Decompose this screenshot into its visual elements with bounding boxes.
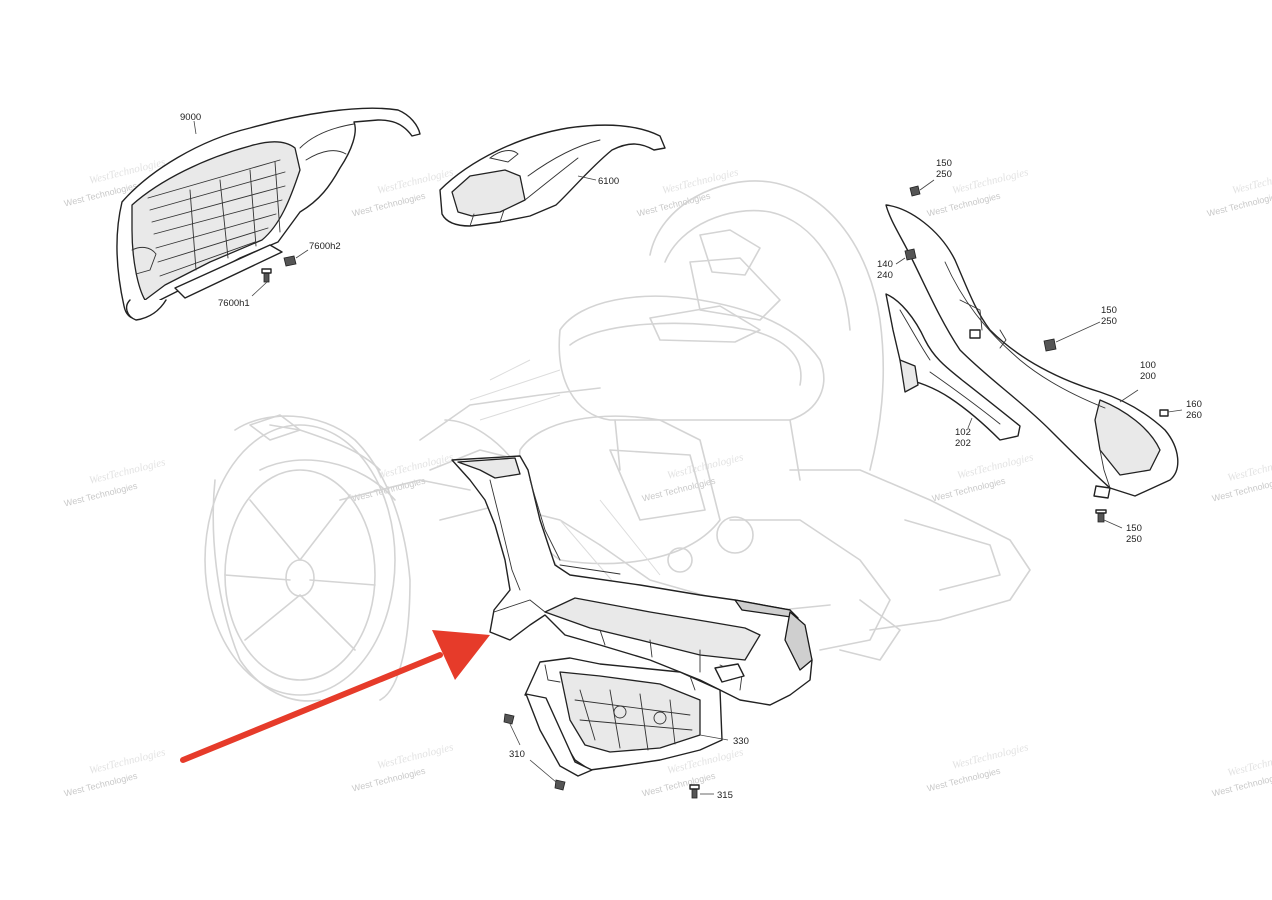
fastener-150-250-bottom — [1095, 509, 1107, 523]
callout-150-top: 150 — [936, 158, 952, 169]
callout-150-mid: 150 — [1101, 305, 1117, 316]
callout-330: 330 — [733, 736, 749, 747]
callout-140: 140 — [877, 259, 893, 270]
svg-text:West Technologies: West Technologies — [641, 476, 717, 504]
watermark: WestTechnologies West Technologies — [641, 451, 745, 504]
watermark: WestTechnologies West Technologies — [1211, 454, 1272, 504]
watermark: WestTechnologies West Technologies — [926, 741, 1030, 794]
callout-315: 315 — [717, 790, 733, 801]
callout-160: 160 — [1186, 399, 1202, 410]
callout-102: 102 — [955, 427, 971, 438]
svg-text:West Technologies: West Technologies — [351, 191, 427, 219]
svg-text:West Technologies: West Technologies — [351, 476, 427, 504]
svg-text:West Technologies: West Technologies — [931, 476, 1007, 504]
callout-202: 202 — [955, 438, 971, 449]
callout-310: 310 — [509, 749, 525, 760]
watermark: WestTechnologies West Technologies — [351, 741, 455, 794]
part-lower-side-fairing — [451, 455, 813, 706]
callout-240: 240 — [877, 270, 893, 281]
callout-6100: 6100 — [598, 176, 619, 187]
part-330-lower-bracket — [524, 657, 723, 777]
callout-150-bottom: 150 — [1126, 523, 1142, 534]
part-100-200-side-panel — [885, 204, 1179, 499]
fastener-150-250-mid — [1043, 338, 1057, 352]
fastener-7600h1 — [261, 268, 272, 283]
svg-text:West Technologies: West Technologies — [351, 766, 427, 794]
fastener-310-a — [503, 713, 515, 725]
watermark: WestTechnologies West Technologies — [931, 451, 1035, 504]
watermark: WestTechnologies West Technologies — [63, 746, 167, 799]
fastener-315 — [689, 784, 700, 799]
callout-250-bottom: 250 — [1126, 534, 1142, 545]
red-pointer-arrow — [180, 630, 490, 763]
watermark: WestTechnologies West Technologies — [636, 166, 740, 218]
callout-100: 100 — [1140, 360, 1156, 371]
callout-260: 260 — [1186, 410, 1202, 421]
callout-7600h2: 7600h2 — [309, 241, 341, 252]
part-102-202-inner-trim — [885, 293, 1021, 441]
svg-text:West Technologies: West Technologies — [63, 481, 139, 509]
callout-200: 200 — [1140, 371, 1156, 382]
svg-text:WestTechnologies: WestTechnologies — [1231, 166, 1272, 197]
fastener-150-250-top — [909, 185, 921, 197]
fastener-160-260 — [1159, 409, 1169, 417]
svg-text:West Technologies: West Technologies — [926, 766, 1002, 794]
callout-250-mid: 250 — [1101, 316, 1117, 327]
part-6100-upper-cover — [439, 124, 666, 227]
callout-7600h1: 7600h1 — [218, 298, 250, 309]
watermark: WestTechnologies West Technologies — [63, 456, 167, 509]
callout-9000: 9000 — [180, 112, 201, 123]
watermark: WestTechnologies West Technologies — [1211, 749, 1272, 799]
fastener-310-b — [554, 779, 566, 791]
part-9000-front-fascia — [116, 107, 421, 321]
fastener-7600h2 — [283, 255, 297, 267]
watermark: WestTechnologies West Technologies — [1206, 166, 1272, 218]
svg-text:West Technologies: West Technologies — [926, 191, 1002, 219]
callout-250-top: 250 — [936, 169, 952, 180]
fastener-140-240 — [904, 248, 917, 261]
svg-text:West Technologies: West Technologies — [63, 771, 139, 799]
